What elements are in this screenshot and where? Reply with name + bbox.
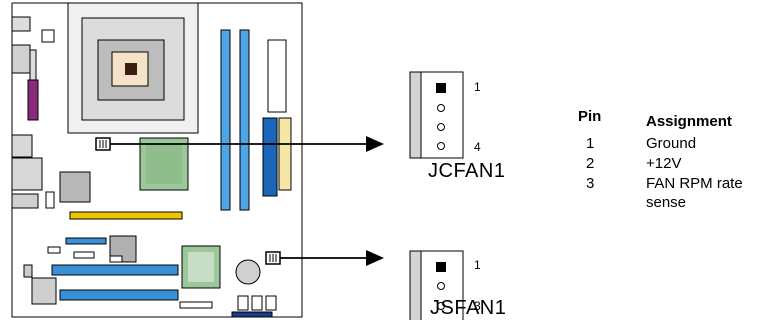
motherboard-layout: [11, 2, 303, 318]
table-row-2-pin: 2: [586, 155, 595, 172]
table-row-2-assignment: +12V: [646, 155, 682, 172]
jcfan1-pin-first-number: 1: [474, 80, 481, 94]
jsfan1-pin-last-number: 3: [474, 299, 481, 313]
table-row-1-assignment: Ground: [646, 135, 697, 152]
jsfan1-pin-first-number: 1: [474, 258, 481, 272]
table-row-3-assignment-cont: sense: [646, 194, 687, 211]
system-fan-header-marker: [265, 251, 281, 265]
table-row-3-assignment: FAN RPM rate: [646, 175, 743, 192]
memory-slot-2: [239, 29, 250, 211]
ide-connector-1: [262, 117, 278, 197]
jcfan1-pin-1-square: [436, 83, 446, 93]
jcfan1-label: JCFAN1: [428, 160, 506, 182]
memory-slot-1: [220, 29, 231, 211]
jcfan1-arrow: [110, 136, 384, 152]
table-row-3-pin: 3: [586, 175, 595, 192]
jsfan1-label: JSFAN1: [430, 297, 507, 319]
cpu-fan-header-marker: [95, 137, 111, 151]
jsfan1-arrow: [280, 250, 384, 266]
pcie-slot: [69, 211, 183, 220]
jsfan1-pin-1-square: [436, 262, 446, 272]
pci-slot-2: [59, 289, 179, 301]
jcfan1-pin-last-number: 4: [474, 140, 481, 154]
table-row-1-pin: 1: [586, 135, 595, 152]
parallel-port: [27, 79, 39, 121]
assignment-column-header: Assignment: [646, 113, 732, 130]
pci-slot-1: [51, 264, 179, 276]
jcfan1-connector: [409, 71, 464, 159]
ide-connector-2: [278, 117, 292, 191]
pin-column-header: Pin: [578, 108, 602, 125]
jsfan1-connector: [409, 250, 464, 320]
